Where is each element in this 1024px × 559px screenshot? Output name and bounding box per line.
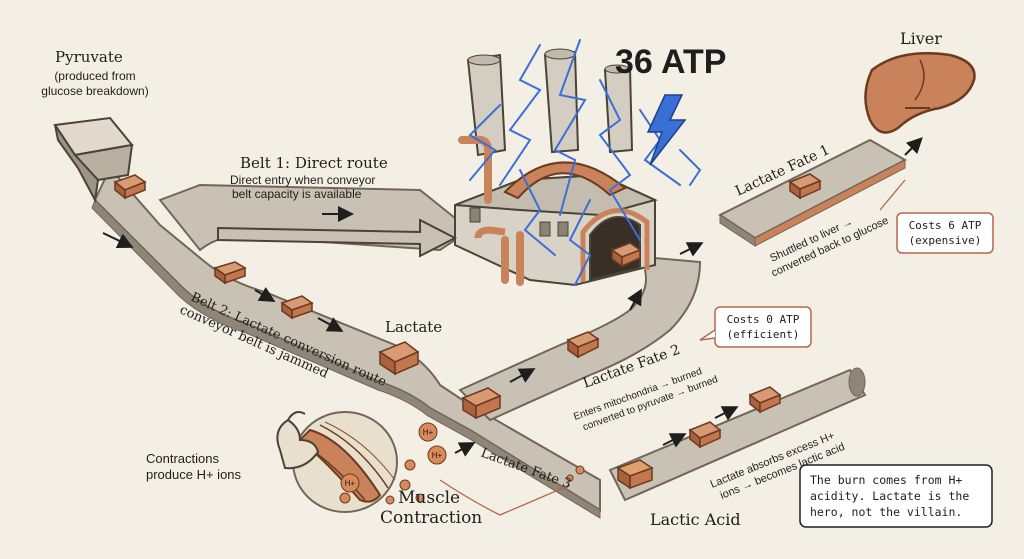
arrow-icon: [904, 137, 923, 156]
contractions-label: Contractions: [146, 451, 219, 466]
crate-icon: [610, 242, 642, 268]
factory-icon: [454, 48, 658, 287]
fate2-cost: Costs 0 ATP: [727, 313, 800, 326]
arrow-icon: [317, 317, 344, 332]
hopper-icon: [53, 116, 134, 204]
liver-label: Liver: [900, 29, 942, 48]
fate1-cost: Costs 6 ATP: [909, 219, 982, 232]
ion-label: H+: [423, 428, 434, 437]
arrow-icon: [254, 287, 276, 303]
callout-connectors: [439, 179, 906, 516]
belt1-title: Belt 1: Direct route: [240, 154, 388, 172]
page-title: 36 ATP: [615, 43, 726, 81]
crate-icon: [113, 174, 147, 200]
summary-text: hero, not the villain.: [810, 505, 962, 519]
belt1-desc: Direct entry when conveyor: [230, 173, 375, 187]
pyruvate-note: glucose breakdown): [41, 84, 148, 98]
lightning-bolt-icon: [646, 94, 687, 166]
muscle-label: Contraction: [380, 508, 482, 528]
fate1-cost-note: (expensive): [909, 234, 982, 247]
crate-icon: [566, 331, 600, 359]
arrow-icon: [454, 442, 476, 457]
ion-label: H+: [345, 479, 356, 488]
ion-label: H+: [432, 451, 443, 460]
summary-text: The burn comes from H+: [810, 473, 962, 487]
crate-icon: [378, 341, 420, 376]
h-ions: H+ H+ H+: [339, 422, 585, 505]
arrow-icon: [627, 288, 642, 311]
crates: [113, 173, 822, 490]
arrow-icon: [679, 242, 704, 257]
belt1-desc: belt capacity is available: [232, 187, 362, 201]
crate-icon: [280, 295, 314, 320]
liver-icon: [864, 52, 976, 134]
crate-icon: [748, 386, 782, 414]
muscle-label: Muscle: [398, 488, 460, 508]
crate-icon: [788, 173, 822, 200]
lactate-label: Lactate: [385, 318, 442, 336]
crate-icon: [616, 459, 654, 490]
fate2-cost-callout: Costs 0 ATP (efficient): [699, 306, 812, 348]
arrow-icon: [714, 406, 739, 421]
belt1-big-arrow: [217, 218, 458, 258]
lactic-acid-label: Lactic Acid: [650, 510, 741, 529]
crate-icon: [461, 387, 502, 420]
crate-icon: [688, 421, 722, 449]
flow-arrows: [102, 137, 923, 457]
arrow-icon: [102, 232, 134, 249]
contractions-label: produce H+ ions: [146, 467, 242, 482]
lightning-icon: [468, 39, 702, 286]
arrow-icon: [662, 433, 687, 448]
pyruvate-label: Pyruvate: [55, 48, 123, 66]
summary-text: acidity. Lactate is the: [810, 489, 969, 503]
fate1-cost-callout: Costs 6 ATP (expensive): [896, 212, 994, 254]
summary-callout: The burn comes from H+ acidity. Lactate …: [799, 464, 993, 528]
crate-icon: [213, 261, 247, 285]
fate2-cost-note: (efficient): [727, 328, 800, 341]
flexed-arm-icon: [276, 411, 320, 470]
arrow-icon: [509, 368, 536, 383]
muscle-icon: [292, 411, 398, 513]
pyruvate-note: (produced from: [54, 69, 135, 83]
